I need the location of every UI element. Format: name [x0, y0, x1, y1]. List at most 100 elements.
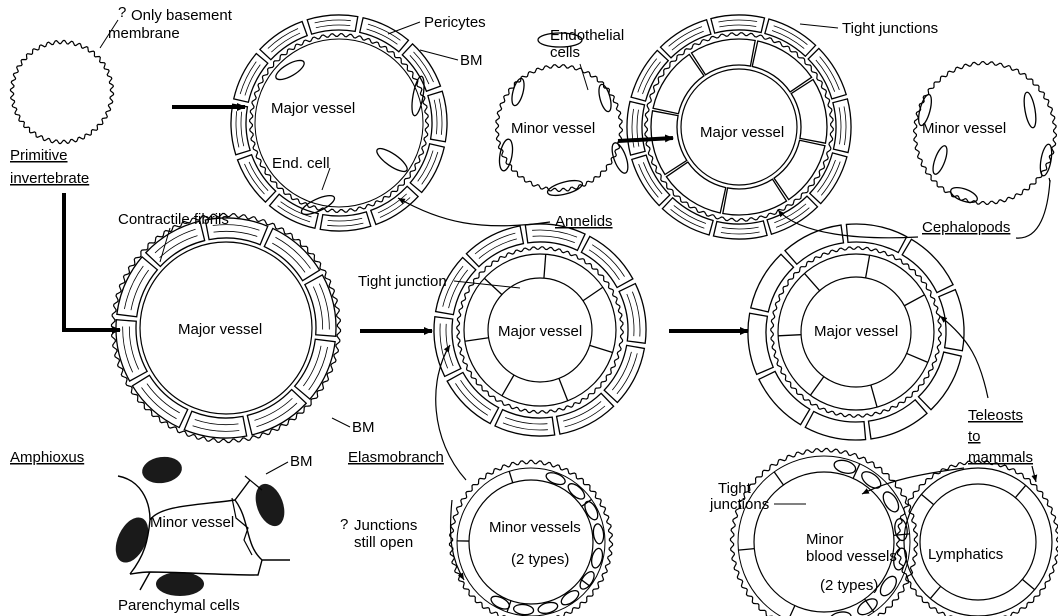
tight-junction — [865, 599, 874, 612]
contractile-fibril — [617, 353, 637, 394]
teleost-endothelial-cell — [877, 574, 899, 599]
tight-junction — [810, 377, 823, 396]
bm-minor-label: BM — [290, 453, 313, 470]
contractile-fibril — [722, 227, 759, 229]
leader-bm-amphioxus — [332, 418, 350, 427]
two-types-elasmo-label: (2 types) — [511, 551, 569, 568]
contractile-fibril — [563, 401, 601, 421]
annelid-pericyte-segment — [320, 212, 371, 231]
primitive-label: Primitive — [10, 147, 68, 164]
contractile-fibril — [254, 398, 292, 420]
contractile-fibril — [721, 232, 760, 234]
elasmo-minor-basement-membrane — [450, 460, 613, 616]
contractile-fibril — [313, 287, 322, 330]
parenchymal-cell — [109, 512, 155, 567]
tight-label: Tight — [718, 480, 752, 497]
contractile-fibril — [440, 324, 448, 369]
primitive-basement-membrane — [11, 41, 114, 144]
minor-vessel-annelid-label: Minor vessel — [511, 120, 595, 137]
minor-vessels-elasmo-label: Minor vessels — [489, 519, 581, 536]
elasmo-endothelial-cell — [545, 470, 567, 487]
endothelial-label: Endothelial — [550, 27, 624, 44]
mammals-label: mammals — [968, 449, 1033, 466]
arrow-annelid-minor-to-cephalopod — [618, 138, 673, 141]
minor-vessel-cephalopod-label: Minor vessel — [922, 120, 1006, 137]
still-open-label: still open — [354, 534, 413, 551]
annelid-pericyte-segment — [307, 15, 358, 34]
contractile-fibril — [422, 152, 438, 184]
lymphatic-junction — [1015, 485, 1025, 497]
annelid-pericyte-segment — [428, 91, 447, 142]
to-label: to — [968, 428, 981, 445]
elasmo-endothelial-cell — [592, 523, 604, 544]
tight-junction — [788, 606, 795, 616]
annelid-pericyte-segment — [260, 21, 307, 59]
lymphatic-junction — [1022, 579, 1034, 589]
amphioxus-contractile-segment — [184, 411, 246, 438]
contractile-fibril — [368, 24, 400, 40]
teleost-endothelial-cell — [855, 596, 880, 616]
teleosts-arrow-down — [1032, 466, 1036, 482]
endothelial-cell — [949, 185, 979, 206]
parenchymal-cell — [250, 480, 289, 530]
contractile-fibril — [718, 20, 757, 22]
two-types-teleost-label: (2 types) — [820, 577, 878, 594]
tight-junction — [465, 338, 489, 342]
teleost-pericyte-segment — [748, 313, 773, 374]
teleost-pericyte-segment — [939, 290, 964, 351]
invertebrate-label: invertebrate — [10, 170, 89, 187]
annelid-pericyte-segment — [237, 155, 275, 202]
cephalopod-pericyte-segment — [660, 20, 710, 58]
teleost-endothelial-cell — [880, 489, 902, 514]
contractile-fibril — [719, 25, 756, 27]
bm-label: BM — [460, 52, 483, 69]
endothelial-cell — [374, 145, 410, 175]
amphioxus-contractile-segment — [295, 339, 335, 399]
contractile-fibril — [214, 231, 258, 236]
contractile-fibril — [241, 112, 244, 146]
contractile-fibril — [256, 403, 297, 427]
tight-junction — [907, 353, 928, 362]
contractile-fibril — [315, 20, 351, 23]
tight-junction — [778, 335, 801, 336]
tight-junction — [590, 345, 613, 352]
contractile-fibril — [475, 233, 515, 254]
tight-junction — [866, 255, 870, 278]
endothelial-cells-label: cells — [550, 44, 580, 61]
pericyte-cell — [1038, 143, 1053, 176]
annelids-curve-arrow — [398, 198, 550, 226]
cephalopod-pericyte-segment — [632, 155, 670, 205]
contractile-fibril — [160, 236, 198, 258]
tight-junction — [502, 375, 514, 396]
major-vessel-cephalopod-label: Major vessel — [700, 124, 784, 141]
contractile-fibril — [328, 218, 362, 221]
contractile-fibril — [195, 419, 239, 424]
only-basement-label: Only basement — [131, 7, 233, 24]
tight-junction — [484, 278, 502, 294]
teleost-pericyte-segment — [751, 254, 794, 312]
major-vessel-elasmo-label: Major vessel — [498, 323, 582, 340]
contractile-fibril — [434, 100, 437, 134]
cephalopod-pericyte-segment — [627, 101, 645, 155]
elasmo-pericyte-segment — [557, 393, 614, 434]
contractile-fibril — [839, 107, 841, 144]
tight-junction — [774, 472, 783, 485]
contractile-fibril — [123, 326, 133, 372]
endothelial-cell — [930, 144, 950, 176]
elasmobranch-label: Elasmobranch — [348, 449, 444, 466]
contractile-fibril — [449, 270, 468, 308]
lymphatic-outer — [904, 468, 1052, 616]
blood-vessels-label: blood vessels — [806, 548, 897, 565]
parenchymal-cell — [156, 572, 204, 596]
annelids-label: Annelids — [555, 213, 613, 230]
contractile-fibril — [327, 223, 363, 226]
cephalopods-curve-arrow — [1016, 178, 1050, 238]
cephalopod-pericyte-segment — [713, 221, 767, 239]
tight-junction — [871, 385, 877, 407]
tight-junction — [804, 273, 819, 290]
leader-contractile — [160, 228, 170, 262]
cephalopod-endothelial-segment — [653, 54, 704, 113]
teleost-endothelial-cell — [859, 469, 884, 492]
junction — [582, 499, 592, 506]
